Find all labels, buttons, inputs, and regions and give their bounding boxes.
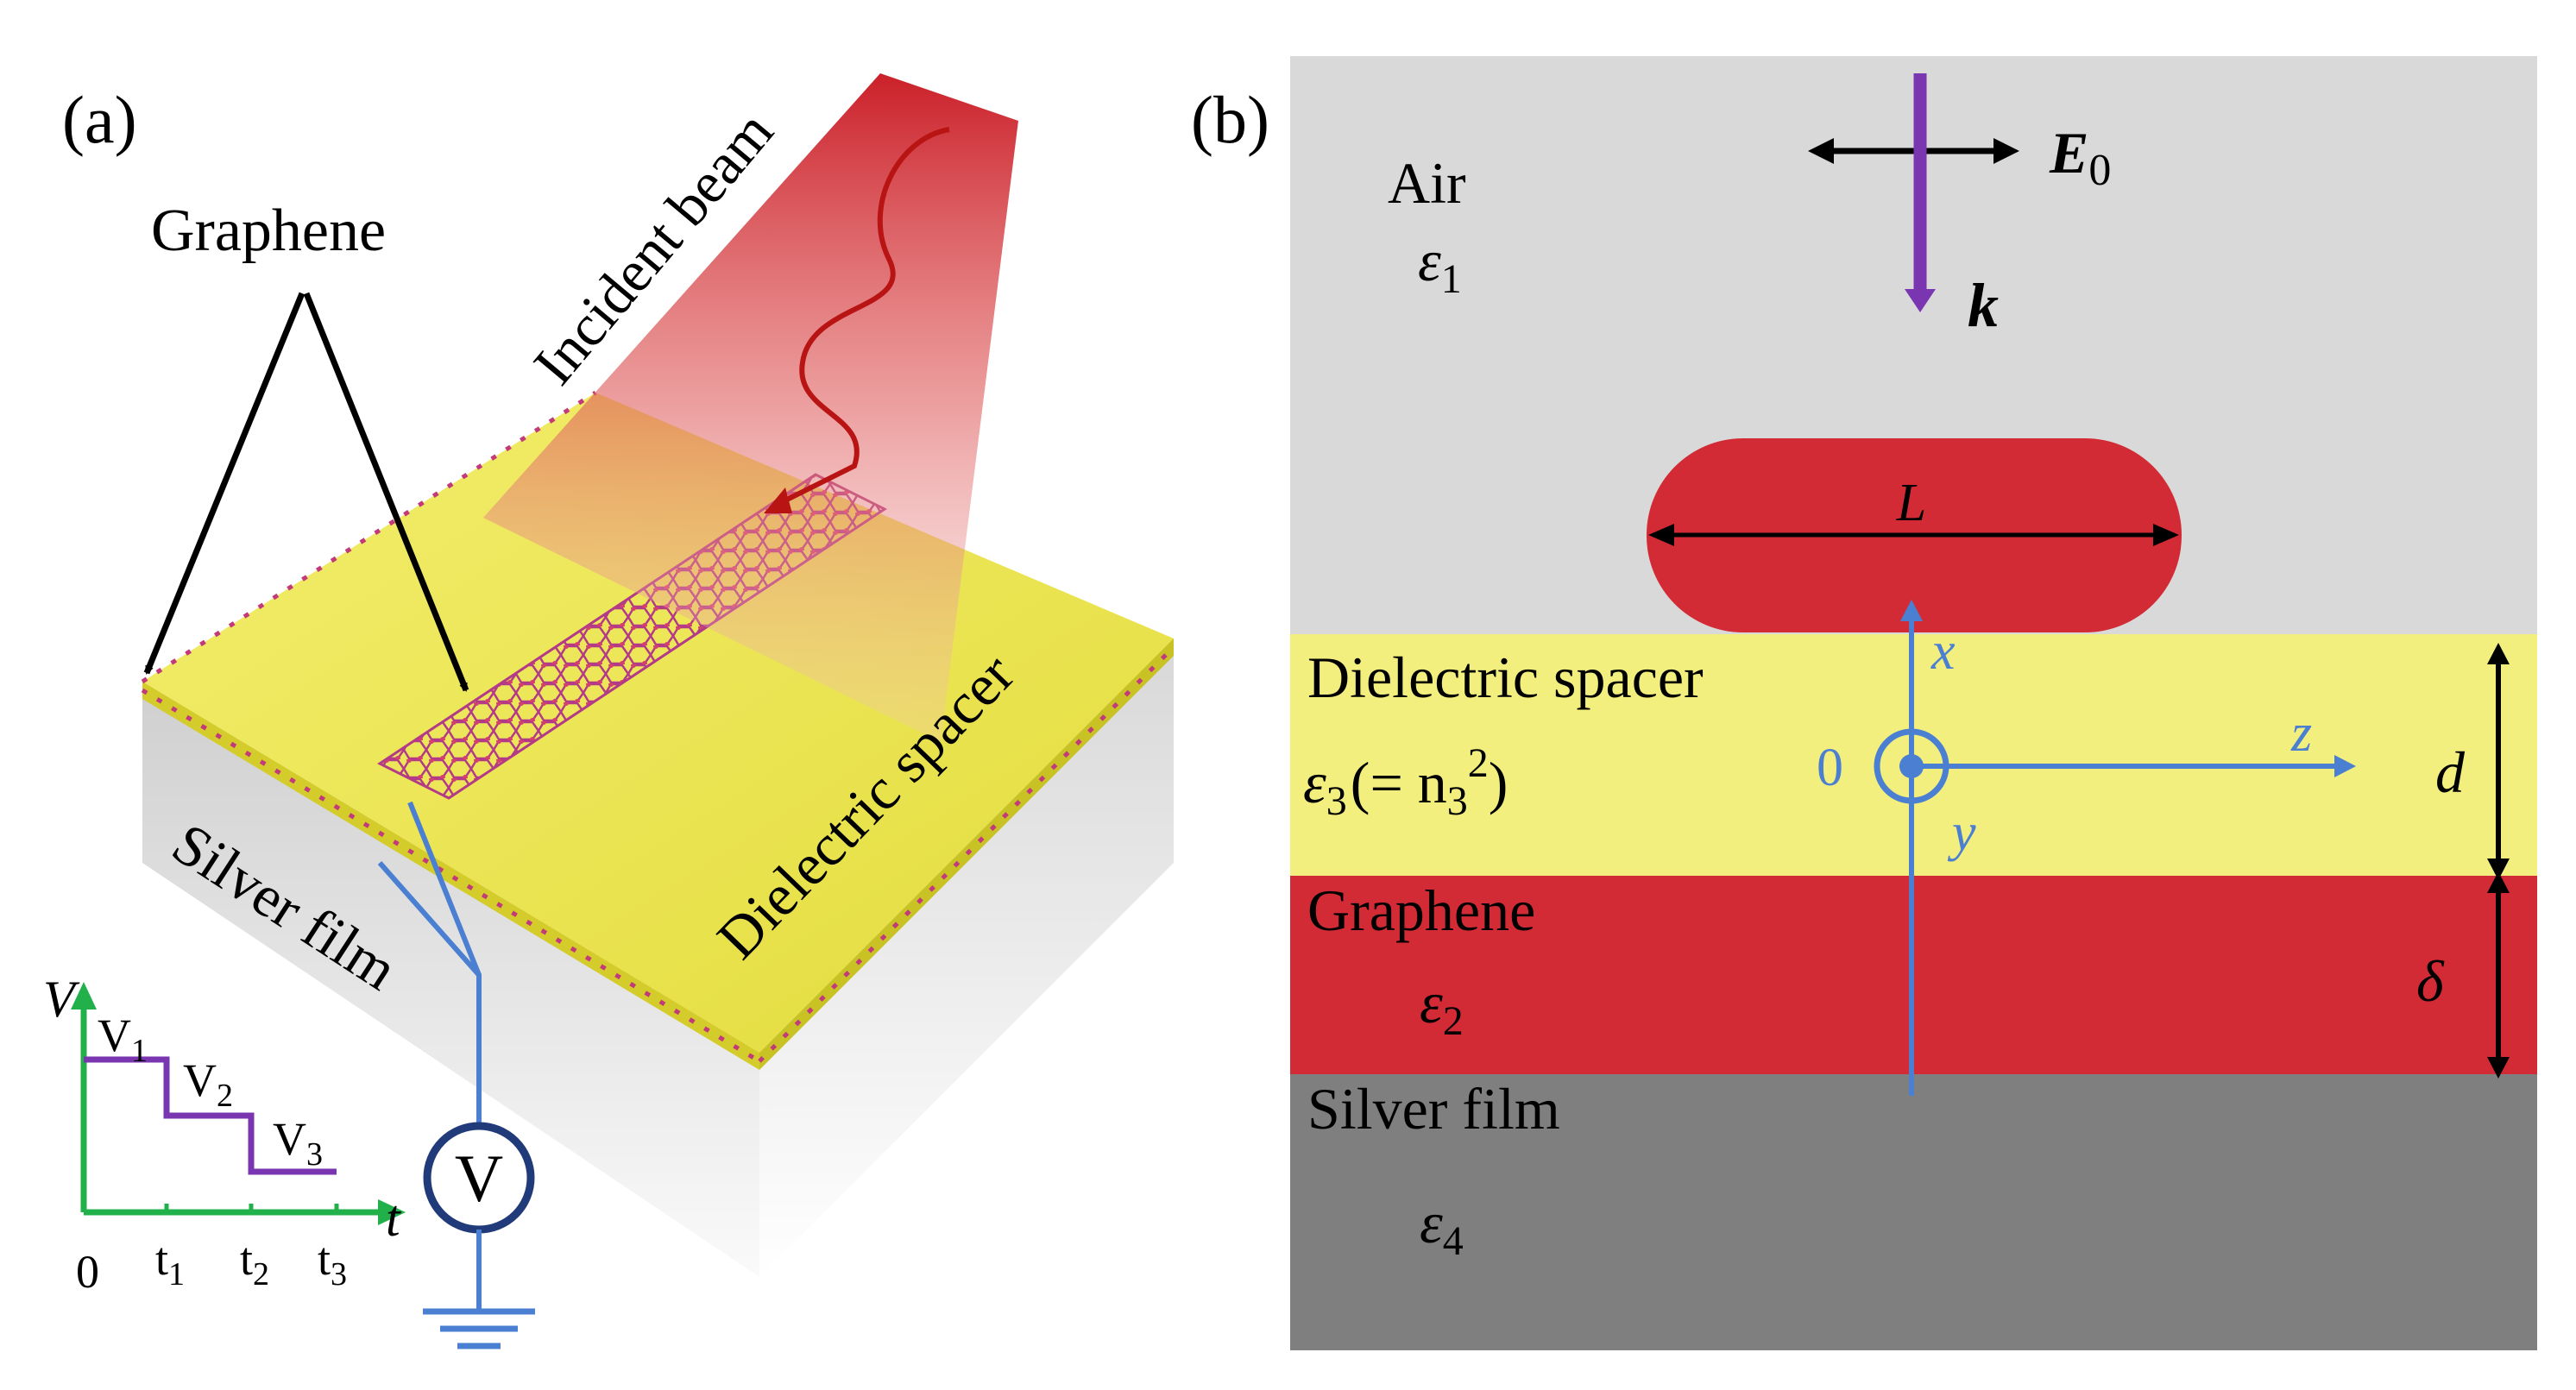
y-axis-out-of-page (1874, 728, 1949, 804)
panel-a: (a) Graphene Incident beam Dielectric sp… (43, 73, 1175, 1349)
silver-block-front (142, 682, 759, 1277)
field-label: E0 (2049, 120, 2111, 195)
graphene-edge-chain-back (141, 390, 597, 684)
field-arrowhead-left (1808, 138, 1834, 164)
plot-level-3: V3 (273, 1113, 323, 1173)
silver-permittivity: ε4 (1420, 1190, 1464, 1264)
length-arrowhead-left (1648, 524, 1674, 546)
thickness-d-arrowhead-bottom (2487, 859, 2510, 880)
plot-origin-label: 0 (76, 1246, 99, 1298)
graphene-pointer-right (303, 292, 469, 692)
graphene-layer-label: Graphene (1307, 877, 1535, 943)
y-axis-label: y (1947, 803, 1976, 862)
graphene-permittivity: ε2 (1420, 970, 1464, 1044)
plot-x-label: t (386, 1190, 401, 1247)
y-axis-dot (1899, 754, 1924, 778)
silver-block-right (759, 638, 1174, 1277)
thickness-delta-arrowhead-bottom (2487, 1057, 2510, 1079)
voltage-step-plot: V t V1 V2 V3 0 t1 t2 t3 (43, 971, 406, 1298)
silver-layer (1290, 1074, 2537, 1350)
silver-layer-label: Silver film (1307, 1076, 1560, 1142)
x-axis-label: x (1930, 622, 1956, 681)
spacer-label: Dielectric spacer (1307, 645, 1704, 710)
air-label: Air (1388, 150, 1466, 216)
incident-wave-arrowhead (764, 487, 792, 513)
panel-b: (b) L E0 k Air ε1 Dielectric spacer ε3(=… (1191, 56, 2537, 1350)
plot-y-label: V (43, 971, 80, 1028)
plot-tick-label-1: t1 (155, 1233, 185, 1293)
plot-x-arrowhead (378, 1199, 406, 1225)
graphene-label: Graphene (151, 198, 386, 264)
spacer-permittivity: ε3(= n32) (1303, 740, 1508, 824)
graphene-pointer-left (143, 292, 305, 675)
air-permittivity: ε1 (1418, 228, 1462, 302)
origin-label: 0 (1817, 739, 1843, 797)
length-label: L (1896, 474, 1926, 532)
voltmeter-label: V (455, 1141, 503, 1216)
field-arrowhead-right (1993, 138, 2019, 164)
x-axis-arrowhead (1900, 600, 1923, 621)
spacer-slab-right-edge (759, 638, 1174, 1070)
thickness-delta-label: δ (2416, 948, 2445, 1014)
plot-level-2: V2 (183, 1054, 233, 1114)
incident-wave-arrow (775, 127, 950, 507)
plot-voltage-steps (84, 1056, 337, 1175)
z-axis-label: z (2290, 704, 2312, 763)
thickness-d-label: d (2435, 739, 2466, 805)
wave-label: k (1968, 271, 1999, 340)
graphene-edge-chain-right (758, 645, 1175, 1063)
length-arrowhead-right (2153, 524, 2179, 546)
plot-y-arrowhead (71, 982, 97, 1009)
thickness-d-arrowhead-top (2487, 643, 2510, 664)
wire-right (407, 801, 482, 977)
z-axis-arrowhead (2334, 755, 2356, 777)
plot-tick-label-2: t2 (240, 1233, 269, 1293)
plot-tick-label-3: t3 (318, 1233, 347, 1293)
panel-b-label: (b) (1191, 82, 1269, 157)
thickness-delta-arrowhead-top (2487, 871, 2510, 893)
spacer-slab-front-edge (142, 682, 759, 1070)
plot-level-1: V1 (98, 1009, 148, 1069)
wave-vector-arrowhead (1905, 289, 1936, 312)
panel-a-label: (a) (62, 82, 137, 157)
